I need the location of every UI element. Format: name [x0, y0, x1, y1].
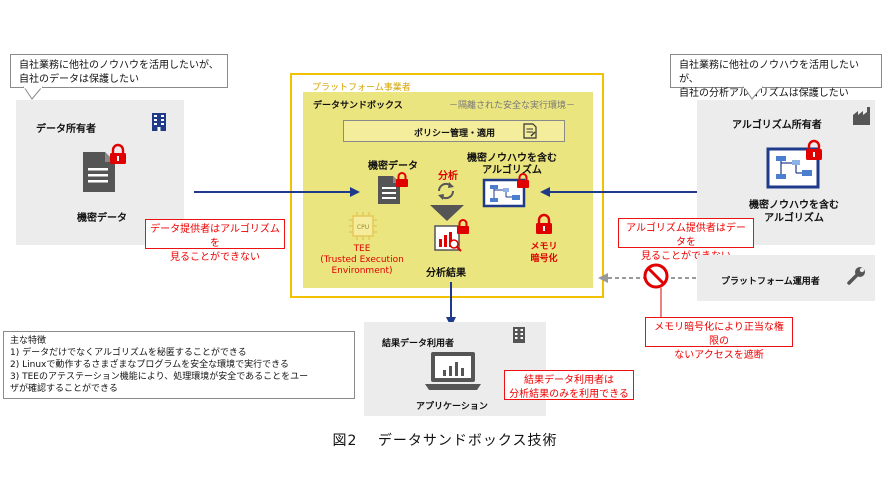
- figure-caption: 図2 データサンドボックス技術: [332, 433, 558, 449]
- data-owner-callout-line2: 自社のデータは保護したい: [19, 74, 139, 85]
- sandbox-secret-algo-line1: 機密ノウハウを含む: [467, 153, 557, 164]
- data-owner-callout: 自社業務に他社のノウハウを活用したいが、 自社のデータは保護したい: [10, 54, 228, 88]
- algo-owner-note-line1: アルゴリズム提供者はデータを: [626, 223, 746, 248]
- result-user-title: 結果データ利用者: [382, 339, 455, 349]
- wrench-icon: [847, 267, 865, 285]
- operator-note-line2: ないアクセスを遮断: [674, 350, 764, 361]
- data-owner-note-line2: 見ることができない: [170, 252, 260, 263]
- lock-icon-sandbox-data: [396, 172, 408, 187]
- sandbox-analysis-label: 分析: [438, 171, 458, 182]
- data-owner-callout-tail: [23, 86, 44, 100]
- tee-label: TEE (Trusted Execution Environment): [310, 244, 414, 277]
- operator-note: メモリ暗号化により正当な権限の ないアクセスを遮断: [645, 317, 793, 361]
- result-user-building-icon: [513, 327, 525, 343]
- arrow-result-down: [446, 282, 456, 327]
- operator-note-connector: [660, 288, 662, 317]
- operator-panel: [697, 255, 875, 301]
- result-user-note: 結果データ利用者は 分析結果のみを利用できる: [504, 370, 634, 400]
- sandbox-subtitle: －隔離された安全な実行環境－: [449, 101, 576, 111]
- sandbox-secret-algo-line2: アルゴリズム: [482, 165, 542, 176]
- algo-owner-item-label: 機密ノウハウを含む アルゴリズム: [744, 199, 844, 225]
- algo-owner-item-line1: 機密ノウハウを含む: [749, 200, 839, 211]
- arrow-data-to-sandbox: [194, 187, 360, 197]
- data-owner-item-label: 機密データ: [77, 213, 127, 224]
- features-box: 主な特徴 1) データだけでなくアルゴリズムを秘匿することができる 2) Lin…: [3, 331, 355, 399]
- factory-icon: [853, 107, 870, 125]
- policy-document-icon: [523, 123, 537, 139]
- algo-owner-callout-line2: 自社の分析アルゴリズムは保護したい: [679, 88, 849, 99]
- result-user-note-line2: 分析結果のみを利用できる: [509, 389, 629, 400]
- memory-encryption-label: メモリ 暗号化: [524, 241, 564, 265]
- result-user-note-line1: 結果データ利用者は: [524, 375, 614, 386]
- algo-owner-callout-tail: [743, 86, 764, 100]
- operator-title: プラットフォーム運用者: [721, 277, 820, 287]
- algo-owner-item-line2: アルゴリズム: [764, 213, 824, 224]
- policy-label: ポリシー管理・適用: [414, 129, 496, 139]
- policy-box: [343, 120, 565, 142]
- cpu-label: CPU: [357, 224, 369, 231]
- algo-owner-note: アルゴリズム提供者はデータを 見ることができない: [618, 218, 754, 262]
- algo-owner-callout-line1: 自社業務に他社のノウハウを活用したいが、: [679, 60, 859, 85]
- algo-owner-callout: 自社業務に他社のノウハウを活用したいが、 自社の分析アルゴリズムは保護したい: [670, 54, 882, 99]
- features-item-2: 2) Linuxで動作するさまざまなプログラムを安全な環境で実行できる: [10, 360, 289, 370]
- memory-lock-icon: [536, 213, 552, 234]
- features-item-3-cont: ザが確認することができる: [10, 384, 118, 394]
- cpu-chip-icon: CPU: [349, 212, 377, 240]
- laptop-icon: [425, 352, 481, 390]
- analysis-result-label: 分析結果: [426, 268, 466, 279]
- lock-icon-analysis-result: [457, 219, 469, 234]
- algo-owner-title: アルゴリズム所有者: [732, 120, 822, 131]
- lock-icon-data-owner: [110, 143, 126, 164]
- no-entry-icon: [643, 263, 669, 289]
- building-icon: [152, 113, 166, 131]
- app-label: アプリケーション: [416, 402, 488, 412]
- tee-line1: TEE: [353, 244, 371, 254]
- memory-line1: メモリ: [530, 242, 558, 252]
- sandbox-title: データサンドボックス: [313, 101, 403, 111]
- data-owner-title: データ所有者: [36, 124, 96, 135]
- refresh-icon: [437, 182, 455, 200]
- features-heading: 主な特徴: [10, 336, 47, 346]
- algo-owner-note-line2: 見ることができない: [641, 251, 731, 262]
- arrow-algo-to-sandbox: [540, 187, 697, 197]
- data-owner-callout-line1: 自社業務に他社のノウハウを活用したいが、: [19, 60, 219, 71]
- sandbox-secret-algo-label: 機密ノウハウを含む アルゴリズム: [464, 153, 560, 177]
- memory-line2: 暗号化: [530, 254, 558, 264]
- sandbox-secret-data-label: 機密データ: [368, 161, 418, 172]
- down-triangle-icon: [430, 205, 464, 221]
- analysis-result-icon: [434, 225, 462, 252]
- data-owner-note: データ提供者はアルゴリズムを 見ることができない: [145, 219, 285, 263]
- features-item-1: 1) データだけでなくアルゴリズムを秘匿することができる: [10, 348, 247, 358]
- tee-line3: Environment): [331, 266, 393, 276]
- features-item-3: 3) TEEのアテステーション機能により、処理環境が安全であることをユー: [10, 372, 309, 382]
- tee-line2: (Trusted Execution: [320, 255, 404, 265]
- lock-icon-algo-owner: [806, 139, 822, 160]
- lock-icon-sandbox-algo: [517, 173, 529, 188]
- operator-note-line1: メモリ暗号化により正当な権限の: [654, 322, 784, 347]
- platform-label: プラットフォーム事業者: [312, 83, 411, 93]
- data-owner-note-line1: データ提供者はアルゴリズムを: [150, 224, 280, 249]
